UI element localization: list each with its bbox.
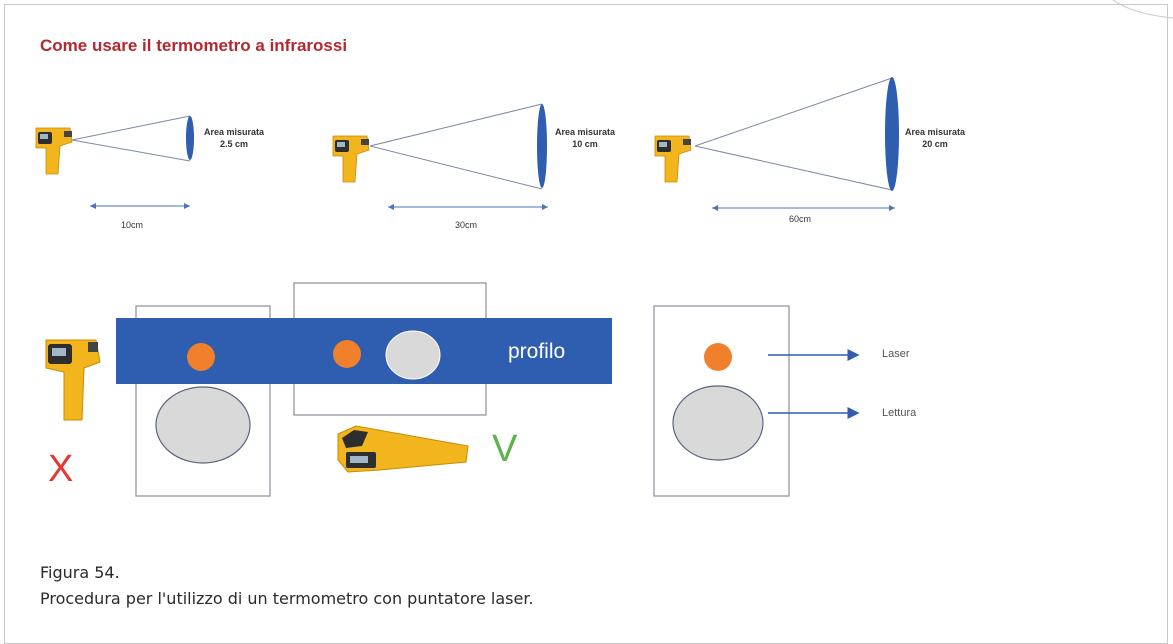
legend-laser-dot xyxy=(704,343,732,371)
cone-diagram-3 xyxy=(654,77,899,211)
large-thermometer-vertical xyxy=(45,339,101,421)
thermometer-icon xyxy=(654,135,692,183)
cone-2-area-label: Area misurata 10 cm xyxy=(555,127,616,149)
right-mark: V xyxy=(492,428,518,470)
page-corner-fold xyxy=(1113,0,1173,19)
measured-area xyxy=(885,77,899,191)
surface-box-wrong xyxy=(135,305,271,497)
cone-edge xyxy=(694,145,893,191)
cone-edge xyxy=(71,139,191,162)
figure-title: Come usare il termometro a infrarossi xyxy=(40,36,348,55)
cone-1-area-label: Area misurata 2.5 cm xyxy=(204,127,265,149)
legend-laser-label: Laser xyxy=(882,348,910,360)
thermometer-icon xyxy=(332,135,370,183)
cone-diagram-1 xyxy=(35,115,194,209)
legend-box xyxy=(653,305,790,497)
thermometer-icon xyxy=(35,127,73,175)
reading-area-wrong xyxy=(155,386,251,464)
profile-label: profilo xyxy=(508,340,566,363)
legend-panel xyxy=(653,305,860,497)
laser-dot-right xyxy=(333,340,361,368)
cone-edge xyxy=(71,115,191,141)
diagram-canvas xyxy=(35,77,899,497)
thermometer-horizontal xyxy=(337,425,469,473)
cone-diagram-2 xyxy=(332,103,548,210)
legend-reading-label: Lettura xyxy=(882,407,917,419)
cone-edge xyxy=(369,145,543,190)
measured-area xyxy=(537,104,547,188)
legend-reading-area xyxy=(672,385,764,461)
measured-area xyxy=(186,116,194,160)
wrong-mark: X xyxy=(48,448,74,490)
cone-edge xyxy=(694,77,893,147)
reading-area-right xyxy=(385,330,441,380)
cone-2-distance: 30cm xyxy=(454,220,477,230)
laser-dot-wrong xyxy=(187,343,215,371)
figure-caption: Procedura per l'utilizzo di un termometr… xyxy=(40,589,534,608)
cone-edge xyxy=(369,103,543,147)
cone-3-area-label: Area misurata 20 cm xyxy=(905,127,966,149)
cone-1-distance: 10cm xyxy=(120,220,143,230)
cone-3-distance: 60cm xyxy=(788,214,811,224)
figure-number: Figura 54. xyxy=(40,563,120,582)
